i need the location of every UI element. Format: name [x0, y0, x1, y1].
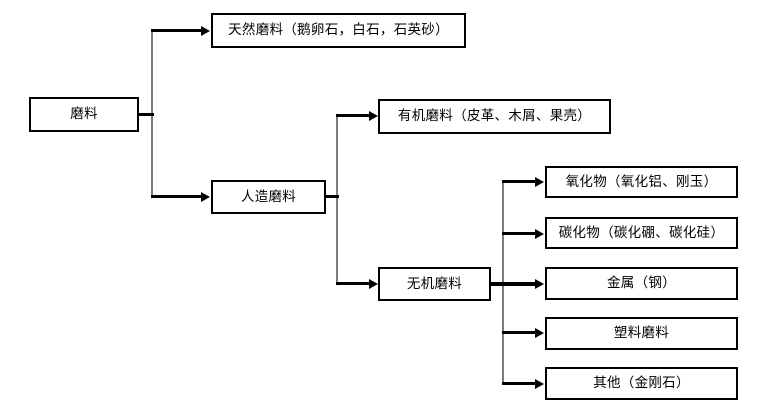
node-natural-abrasive-label: 天然磨料（鹅卵石，白石，石英砂） [228, 22, 449, 38]
edge-root-to-natural [151, 29, 203, 32]
node-carbide[interactable]: 碳化物（碳化硼、碳化硅） [545, 217, 738, 249]
node-metal-label: 金属（钢） [607, 275, 676, 291]
edge-trunk-level2 [336, 116, 338, 198]
edge-artificial-to-inorganic [336, 282, 371, 285]
edge-inorganic-to-carbide [502, 232, 537, 235]
arrowhead-organic [369, 111, 378, 121]
node-carbide-label: 碳化物（碳化硼、碳化硅） [558, 224, 725, 240]
edge-root-to-artificial [151, 195, 203, 198]
node-oxide-label: 氧化物（氧化铝、刚玉） [565, 173, 718, 189]
arrowhead-carbide [535, 229, 544, 239]
arrowhead-other [535, 379, 544, 389]
arrowhead-metal [535, 279, 544, 289]
edge-inorganic-to-plastic [502, 331, 537, 334]
arrowhead-oxide [535, 177, 544, 187]
node-metal[interactable]: 金属（钢） [545, 267, 738, 300]
edge-root-stub [138, 113, 154, 116]
arrowhead-inorganic [369, 279, 378, 289]
node-root-label: 磨料 [70, 106, 98, 122]
arrowhead-artificial [201, 192, 210, 202]
node-inorganic-abrasive[interactable]: 无机磨料 [378, 267, 491, 301]
node-oxide[interactable]: 氧化物（氧化铝、刚玉） [545, 166, 738, 198]
arrowhead-plastic [535, 328, 544, 338]
node-inorganic-abrasive-label: 无机磨料 [406, 275, 463, 291]
node-other[interactable]: 其他（金刚石） [545, 367, 738, 400]
node-root[interactable]: 磨料 [29, 97, 139, 132]
node-natural-abrasive[interactable]: 天然磨料（鹅卵石，白石，石英砂） [211, 13, 466, 48]
node-plastic-abrasive-label: 塑料磨料 [613, 325, 670, 341]
edge-inorganic-to-other [502, 382, 537, 385]
node-other-label: 其他（金刚石） [593, 375, 690, 391]
edge-artificial-stub [324, 195, 339, 198]
edge-trunk-level2-lower [336, 196, 338, 283]
node-plastic-abrasive[interactable]: 塑料磨料 [545, 317, 738, 350]
node-organic-abrasive-label: 有机磨料（皮革、木屑、果壳） [397, 108, 592, 124]
edge-inorganic-to-metal [489, 282, 537, 286]
arrowhead-natural [201, 26, 210, 36]
edge-inorganic-to-oxide [502, 180, 537, 183]
node-organic-abrasive[interactable]: 有机磨料（皮革、木屑、果壳） [378, 99, 611, 134]
node-artificial-abrasive[interactable]: 人造磨料 [211, 180, 326, 214]
edge-artificial-to-organic [336, 114, 371, 117]
node-artificial-abrasive-label: 人造磨料 [240, 188, 297, 204]
